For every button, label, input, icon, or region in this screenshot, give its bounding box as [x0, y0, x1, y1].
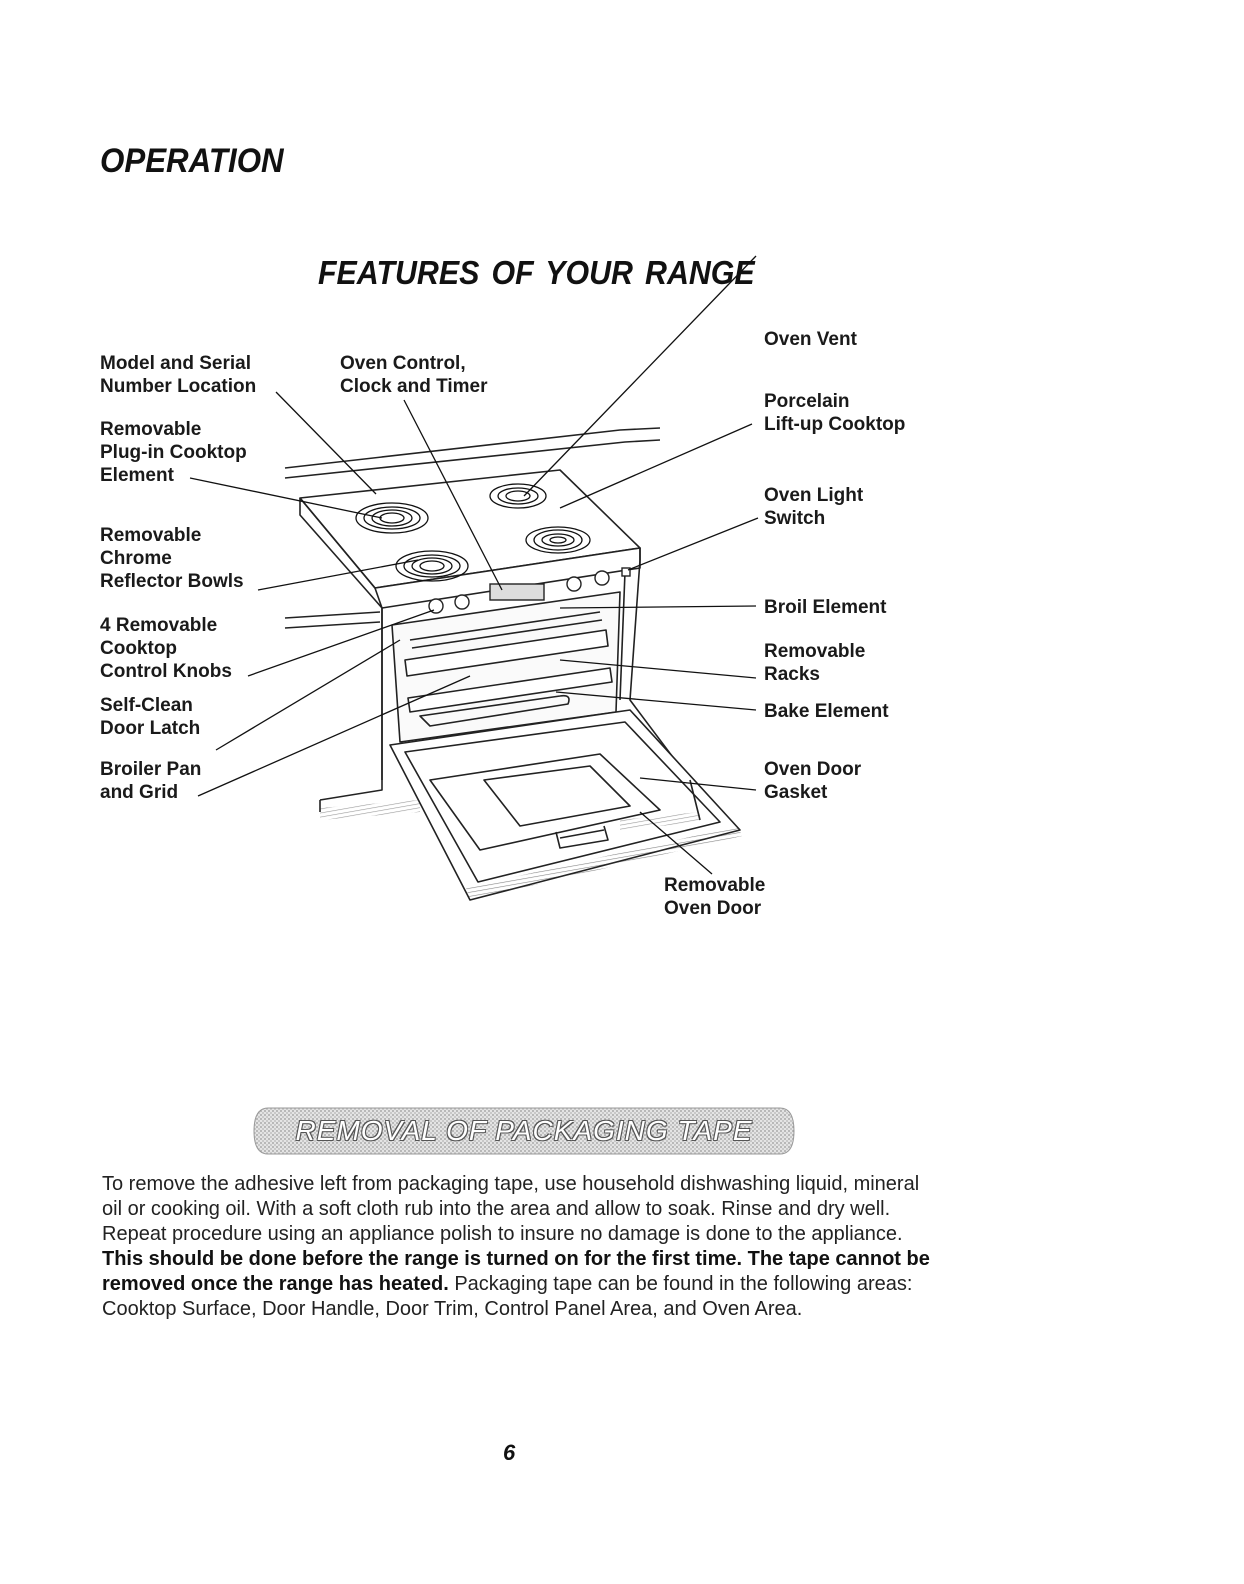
- label-oven-control: Oven Control,Clock and Timer: [340, 353, 488, 397]
- page-number: 6: [503, 1440, 516, 1465]
- warning-text: This should be done before the range is …: [102, 1248, 930, 1295]
- intro-text: To remove the adhesive left from packagi…: [102, 1173, 920, 1245]
- page-heading: FEATURES OF YOUR RANGE: [318, 254, 755, 291]
- banner-title: REMOVAL OF PACKAGING TAPE: [295, 1115, 753, 1146]
- label-broil-element: Broil Element: [764, 597, 887, 618]
- section-banner: [253, 1107, 795, 1155]
- label-oven-vent: Oven Vent: [764, 329, 857, 350]
- range-illustration: [189, 255, 759, 901]
- section-title: OPERATION: [100, 142, 284, 180]
- packaging-tape-instructions: To remove the adhesive left from packagi…: [102, 1172, 932, 1322]
- areas-text: Packaging tape can be found in the follo…: [102, 1273, 913, 1320]
- label-bake-element: Bake Element: [764, 701, 889, 722]
